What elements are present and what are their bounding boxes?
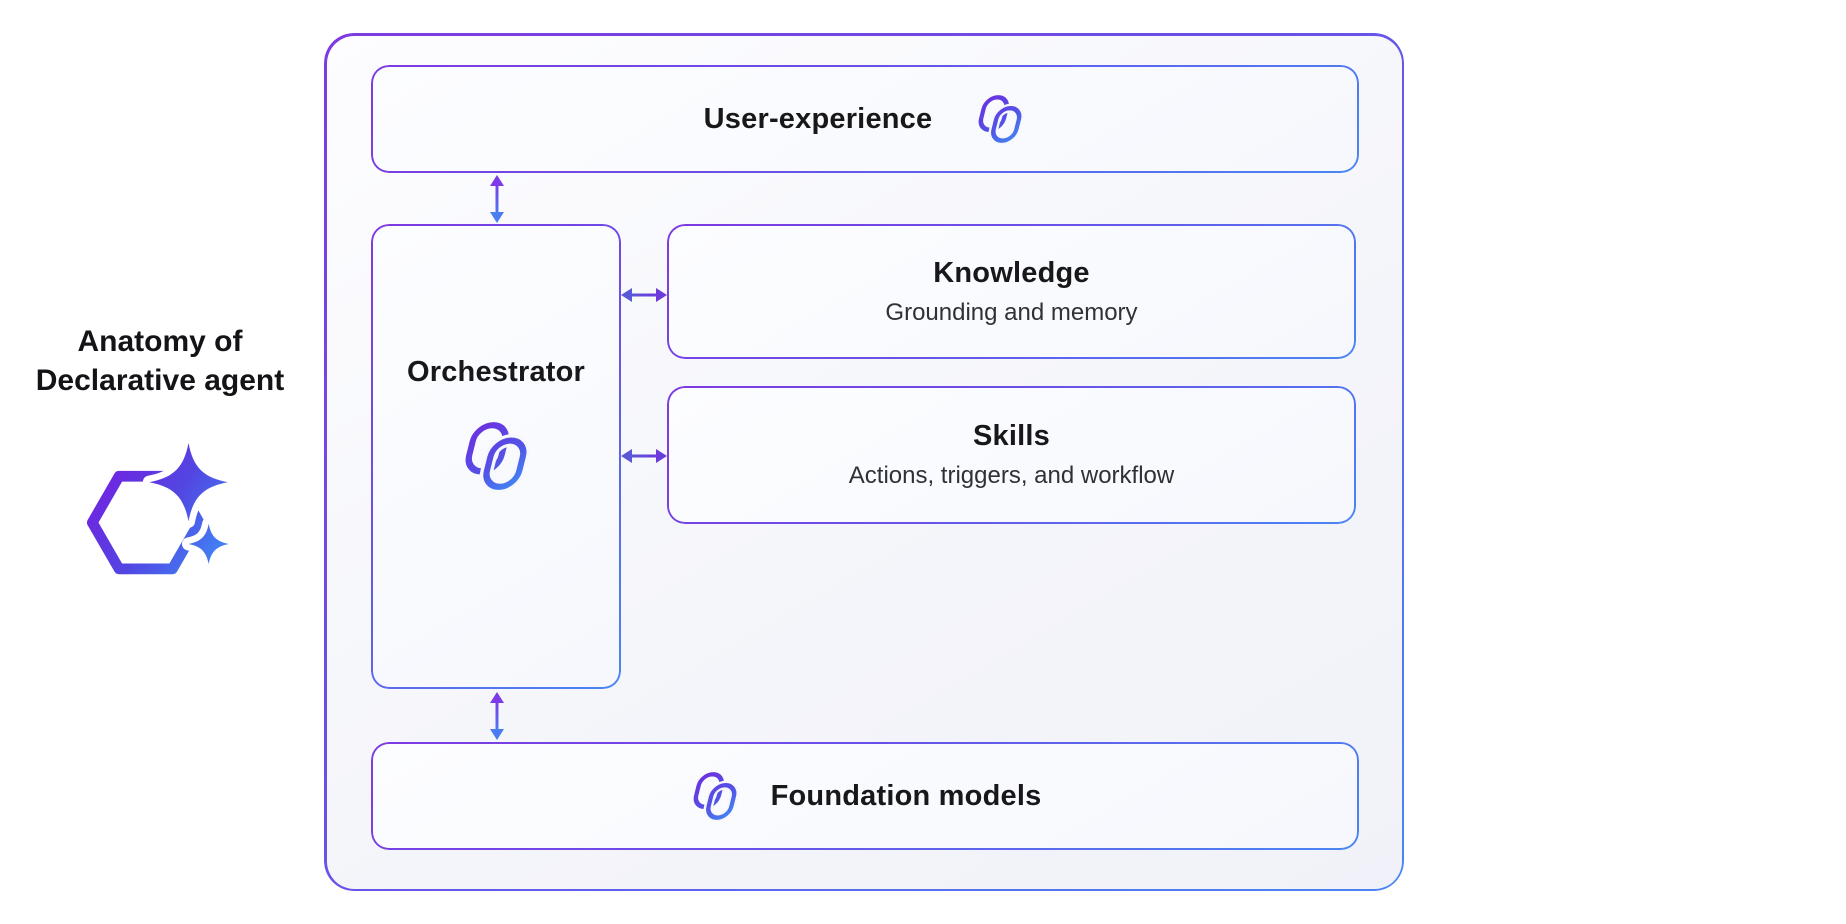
copilot-icon xyxy=(693,772,739,822)
knowledge-subtitle: Grounding and memory xyxy=(885,298,1138,326)
arrow-orchestrator-foundation xyxy=(490,692,504,740)
skills-subtitle: Actions, triggers, and workflow xyxy=(848,462,1175,489)
knowledge-title: Knowledge xyxy=(933,256,1090,289)
user-experience-box: User-experience xyxy=(371,65,1359,173)
diagram-caption: Anatomy of Declarative agent xyxy=(24,322,296,400)
arrow-orchestrator-skills xyxy=(621,449,667,463)
agent-anatomy-container: User-experience Orchestrator Knowledge G… xyxy=(324,33,1404,891)
user-experience-title: User-experience xyxy=(703,102,933,135)
foundation-models-title: Foundation models xyxy=(770,779,1042,812)
orchestrator-title: Orchestrator xyxy=(406,356,586,388)
caption-line-2: Declarative agent xyxy=(35,364,285,397)
foundation-models-box: Foundation models xyxy=(371,742,1359,850)
caption-line-1: Anatomy of xyxy=(77,325,243,358)
knowledge-box: Knowledge Grounding and memory xyxy=(667,224,1356,359)
declarative-agent-icon xyxy=(86,436,236,575)
copilot-icon xyxy=(978,95,1025,145)
skills-box: Skills Actions, triggers, and workflow xyxy=(667,386,1356,524)
copilot-icon xyxy=(465,422,531,493)
arrow-orchestrator-knowledge xyxy=(621,288,667,302)
arrow-ux-orchestrator xyxy=(490,175,504,223)
orchestrator-box: Orchestrator xyxy=(371,224,621,689)
skills-title: Skills xyxy=(973,420,1050,452)
